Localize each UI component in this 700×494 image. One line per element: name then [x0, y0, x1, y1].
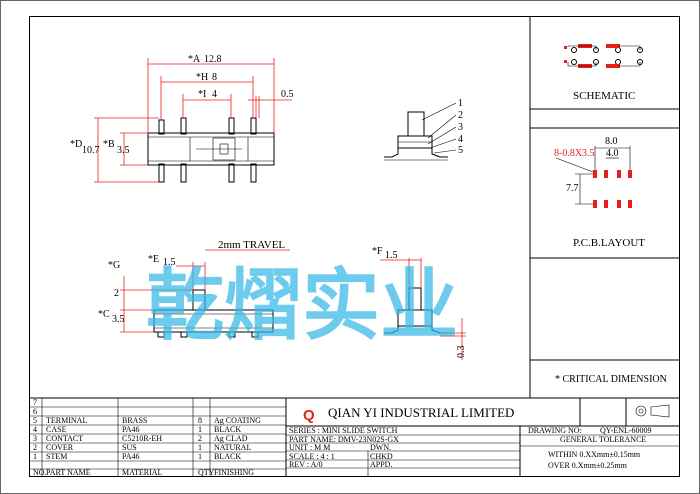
pcb-width-4: 4.0 [606, 148, 619, 159]
balloon-2: 2 [458, 110, 463, 121]
top-view: *A 12.8 *H 8 *I 4 0.5 *D 10.7 *B 3.5 [70, 54, 294, 183]
dim-d-value: 10.7 [82, 145, 100, 156]
inner-border [29, 16, 680, 477]
bom-cell-material: BRASS [122, 416, 147, 425]
dim-b-value: 3.5 [117, 145, 130, 156]
scale: SCALE : 4 : 1 [289, 452, 335, 461]
pcb-width-8: 8.0 [605, 136, 618, 147]
bom-cell-no: 3 [33, 434, 37, 443]
bom-cell-finishing: Ag CLAD [214, 434, 248, 443]
part-number: PART NAME: DMV-23N02S-GX [289, 435, 399, 444]
dim-f-label: *F [372, 246, 383, 257]
tolerance-over: OVER 0.Xmm±0.25mm [548, 461, 628, 470]
watermark: 乾熠实业 [146, 261, 458, 351]
bom-cell-no: 7 [33, 398, 37, 407]
dim-travel: 2mm TRAVEL [218, 239, 285, 251]
projection-symbol-icon [635, 404, 670, 418]
bom-table [29, 398, 286, 477]
company-logo: Q [303, 407, 315, 424]
bom-header-material: MATERIAL [122, 468, 163, 477]
dim-g-label: *G [108, 260, 120, 271]
side-view-bottom: *F 1.5 0.3 [372, 246, 467, 360]
side-view: 1 2 3 4 5 [384, 98, 463, 161]
bom-header-finishing: FINISHING [214, 468, 254, 477]
dim-c-value: 3.5 [112, 314, 125, 325]
company-name: QIAN YI INDUSTRIAL LIMITED [328, 405, 514, 420]
pcb-hole-size: 8-0.8X3.5 [554, 148, 595, 159]
bom-cell-no: 1 [33, 452, 37, 461]
series: SERIES : MINI SLIDE SWITCH [289, 426, 398, 435]
bom-cell-finishing: NATURAL [214, 443, 251, 452]
dim-a-label: *A [188, 54, 201, 65]
dwn-label: DWN. [370, 443, 391, 452]
dim-e-value: 1.5 [163, 257, 176, 268]
bom-cell-finishing: BLACK [214, 452, 241, 461]
dim-g-value: 2 [114, 288, 119, 299]
revision: REV : A/0 [289, 460, 323, 469]
pcb-title: P.C.B.LAYOUT [573, 237, 645, 249]
title-block: Q QIAN YI INDUSTRIAL LIMITED SERIES : MI… [29, 397, 680, 477]
bom-cell-no: 4 [33, 425, 37, 434]
bom-header-name: PART NAME [46, 468, 91, 477]
schematic-symbol [564, 44, 643, 68]
dim-base-height: 0.3 [456, 346, 467, 359]
dim-c-label: *C [98, 309, 110, 320]
appd-label: APPD. [370, 460, 392, 469]
bom-cell-name: CONTACT [46, 434, 83, 443]
critical-dimension-note: * CRITICAL DIMENSION [555, 374, 667, 385]
bom-cell-qty: 1 [198, 443, 202, 452]
pcb-height: 7.7 [566, 183, 579, 194]
bom-cell-name: STEM [46, 452, 67, 461]
tolerance-within: WITHIN 0.XXmm±0.15mm [548, 450, 641, 459]
dim-a-value: 12.8 [204, 54, 222, 65]
balloon-1: 1 [458, 98, 463, 109]
bom-cell-material: PA46 [122, 452, 140, 461]
balloon-4: 4 [458, 134, 463, 145]
dim-i-value: 4 [212, 89, 217, 100]
bom-cell-qty: 8 [198, 416, 202, 425]
bom-cell-finishing: BLACK [214, 425, 241, 434]
dim-h-label: *H [196, 72, 208, 83]
right-panels: SCHEMATIC 8-0.8X3.5 8.0 4.0 7.7 P.C.B.LA… [529, 16, 680, 398]
balloon-3: 3 [458, 122, 463, 133]
dim-i-label: *I [198, 89, 206, 100]
dim-b-label: *B [103, 139, 115, 150]
chkd-label: CHKD [370, 452, 393, 461]
bom-cell-material: C5210R-EH [122, 434, 162, 443]
bom-cell-name: CASE [46, 425, 67, 434]
dim-h-value: 8 [212, 72, 217, 83]
pcb-layout [555, 146, 632, 208]
bom-cell-finishing: Ag COATING [214, 416, 261, 425]
bom-cell-no: 2 [33, 443, 37, 452]
drawing-no: QY-ENL-60009 [600, 426, 652, 435]
drawing-no-label: DRAWING NO: [528, 426, 582, 435]
balloon-5: 5 [458, 145, 463, 156]
bom-header-qty: QTY [198, 468, 215, 477]
bom-cell-name: TERMINAL [46, 416, 87, 425]
unit: UNIT : M M [289, 443, 330, 452]
dim-e-label: *E [148, 254, 159, 265]
bom-cell-name: COVER [46, 443, 74, 452]
dim-f-value: 1.5 [385, 250, 398, 261]
dim-offset-value: 0.5 [281, 89, 294, 100]
bom-cell-qty: 1 [198, 425, 202, 434]
bom-cell-qty: 1 [198, 452, 202, 461]
bom-cell-material: PA46 [122, 425, 140, 434]
bom-cell-material: SUS [122, 443, 137, 452]
bom-cell-no: 5 [33, 416, 37, 425]
bom-cell-no: 6 [33, 407, 37, 416]
front-view: *G *E 1.5 2mm TRAVEL 2 *C 3.5 [98, 239, 290, 338]
bom-header-no: NO. [33, 468, 47, 477]
schematic-title: SCHEMATIC [573, 90, 635, 102]
bom-cell-qty: 2 [198, 434, 202, 443]
tolerance-title: GENERAL TOLERANCE [560, 435, 646, 444]
dim-d-label: *D [70, 139, 82, 150]
